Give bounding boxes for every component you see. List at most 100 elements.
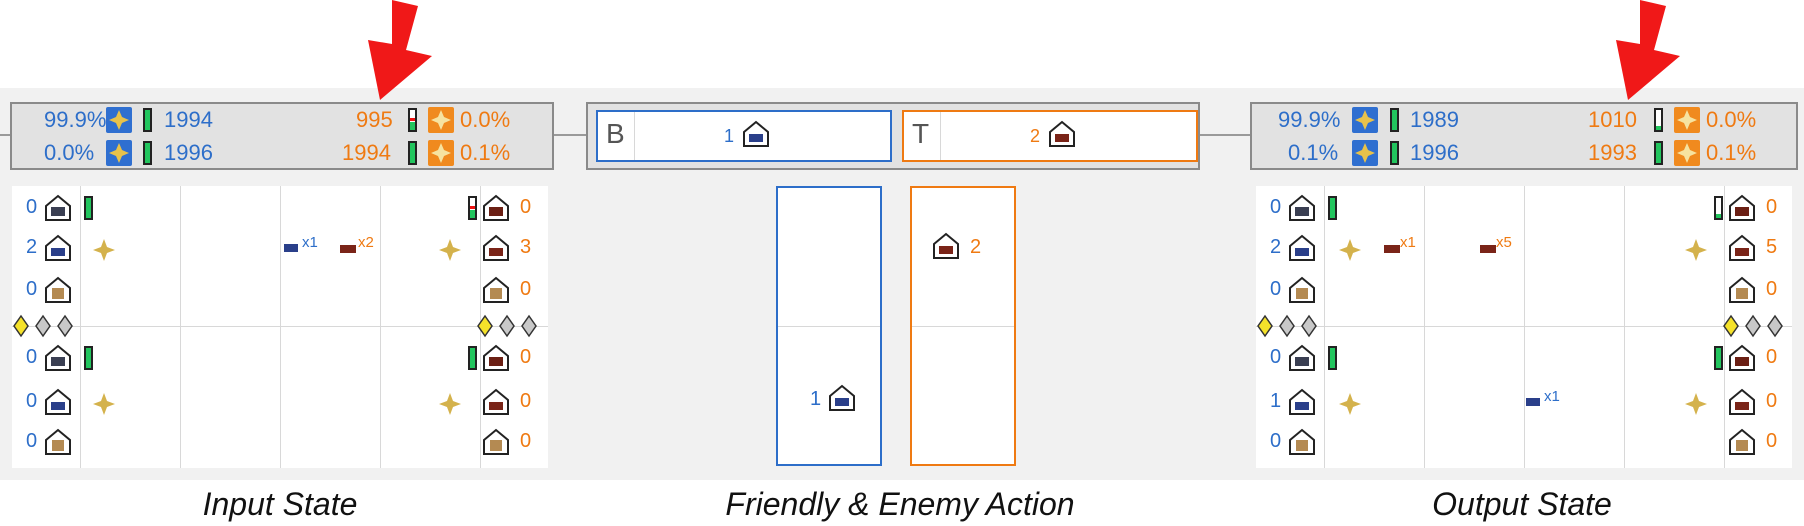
connector-line [1198,134,1252,136]
hp-bar [1390,141,1399,165]
blue-unit-icon [284,244,298,252]
output-friendly-val-2: 1996 [1410,140,1459,165]
grid-line [1424,186,1425,468]
blue-unit-icon [1526,398,1540,406]
building-icon [483,428,509,455]
map-unit-label: x2 [358,234,374,251]
unit-count: 0 [26,278,38,300]
hp-bar [143,141,152,165]
input-enemy-pct-2: 0.1% [460,140,511,165]
grid-line [80,186,81,468]
enemy-infantry-icon [483,234,509,261]
orange-unit-icon [1384,245,1400,253]
unit-count: 0 [1270,196,1282,218]
unit-count: 2 [1270,236,1282,258]
hp-bar [1714,196,1723,220]
unit-count: 0 [1766,430,1778,452]
hp-bar [1328,346,1337,370]
hp-bar [1714,346,1723,370]
blue-emblem-icon [1352,107,1378,133]
input-friendly-val-2: 1996 [164,140,213,165]
blue-emblem-icon [1352,140,1378,166]
output-friendly-pct-1: 99.9% [1278,107,1341,132]
enemy-tank-icon [483,194,509,221]
unit-count: 0 [1270,430,1282,452]
diamond-indicators [1723,314,1783,338]
caption-output-state: Output State [1432,486,1612,522]
unit-count: 0 [520,390,532,412]
orange-unit-icon [1480,245,1496,253]
tank-icon [1289,194,1315,221]
caption-input-state: Input State [202,486,358,522]
grid-line [12,326,548,327]
gold-emblem-icon [1339,393,1361,415]
unit-count: 0 [26,196,38,218]
slot-divider [634,112,635,160]
slot-divider [940,112,941,160]
output-friendly-pct-2: 0.1% [1288,140,1339,165]
infantry-icon [45,234,71,261]
unit-count: 0 [1766,346,1778,368]
gold-emblem-icon [93,393,115,415]
unit-count: 0 [1270,278,1282,300]
orange-emblem-icon [428,107,454,133]
unit-count: 0 [26,430,38,452]
diamond-indicators [477,314,537,338]
infantry-icon [1289,234,1315,261]
unit-count: 0 [1766,196,1778,218]
hp-bar [1654,141,1663,165]
building-icon [1729,428,1755,455]
orange-unit-icon [340,245,356,253]
gold-emblem-icon [1685,393,1707,415]
hp-bar [84,346,93,370]
building-icon [45,428,71,455]
friendly-action-count: 1 [724,126,735,146]
input-friendly-val-1: 1994 [164,107,213,132]
hp-bar [408,141,417,165]
diamond-indicators [13,314,73,338]
red-arrow-icon [368,0,432,100]
output-friendly-val-1: 1989 [1410,107,1459,132]
unit-count: 5 [1766,236,1778,258]
infantry-icon [45,388,71,415]
enemy-infantry-icon [1729,388,1755,415]
panel-divider [912,326,1014,327]
output-enemy-pct-2: 0.1% [1706,140,1757,165]
hp-bar [143,108,152,132]
output-enemy-pct-1: 0.0% [1706,107,1757,132]
enemy-panel-count: 2 [970,236,982,258]
orange-emblem-icon [1674,107,1700,133]
input-enemy-pct-1: 0.0% [460,107,511,132]
building-icon [483,276,509,303]
connector-line [0,134,12,136]
enemy-tank-icon [483,344,509,371]
map-unit-label: x1 [302,234,318,251]
unit-count: 0 [520,346,532,368]
friendly-panel-count: 1 [810,388,822,410]
map-unit-label: x1 [1544,388,1560,405]
enemy-tank-icon [1729,344,1755,371]
blue-emblem-icon [106,140,132,166]
hp-bar [408,108,417,132]
map-unit-label: x5 [1496,234,1512,251]
unit-count: 0 [26,346,38,368]
gold-emblem-icon [439,239,461,261]
caption-action: Friendly & Enemy Action [725,486,1075,522]
grid-line [180,186,181,468]
building-icon [1289,276,1315,303]
gold-emblem-icon [439,393,461,415]
grid-line [1324,186,1325,468]
hp-bar [1328,196,1337,220]
gold-emblem-icon [93,239,115,261]
tank-icon [1289,344,1315,371]
grid-line [380,186,381,468]
hp-bar [468,196,477,220]
grid-line [1524,186,1525,468]
input-friendly-pct-2: 0.0% [44,140,95,165]
red-arrow-icon [1616,0,1680,100]
enemy-infantry-icon [1729,234,1755,261]
friendly-action-letter: B [606,118,625,149]
gold-emblem-icon [1685,239,1707,261]
infantry-icon [1289,388,1315,415]
unit-count: 0 [1766,278,1778,300]
